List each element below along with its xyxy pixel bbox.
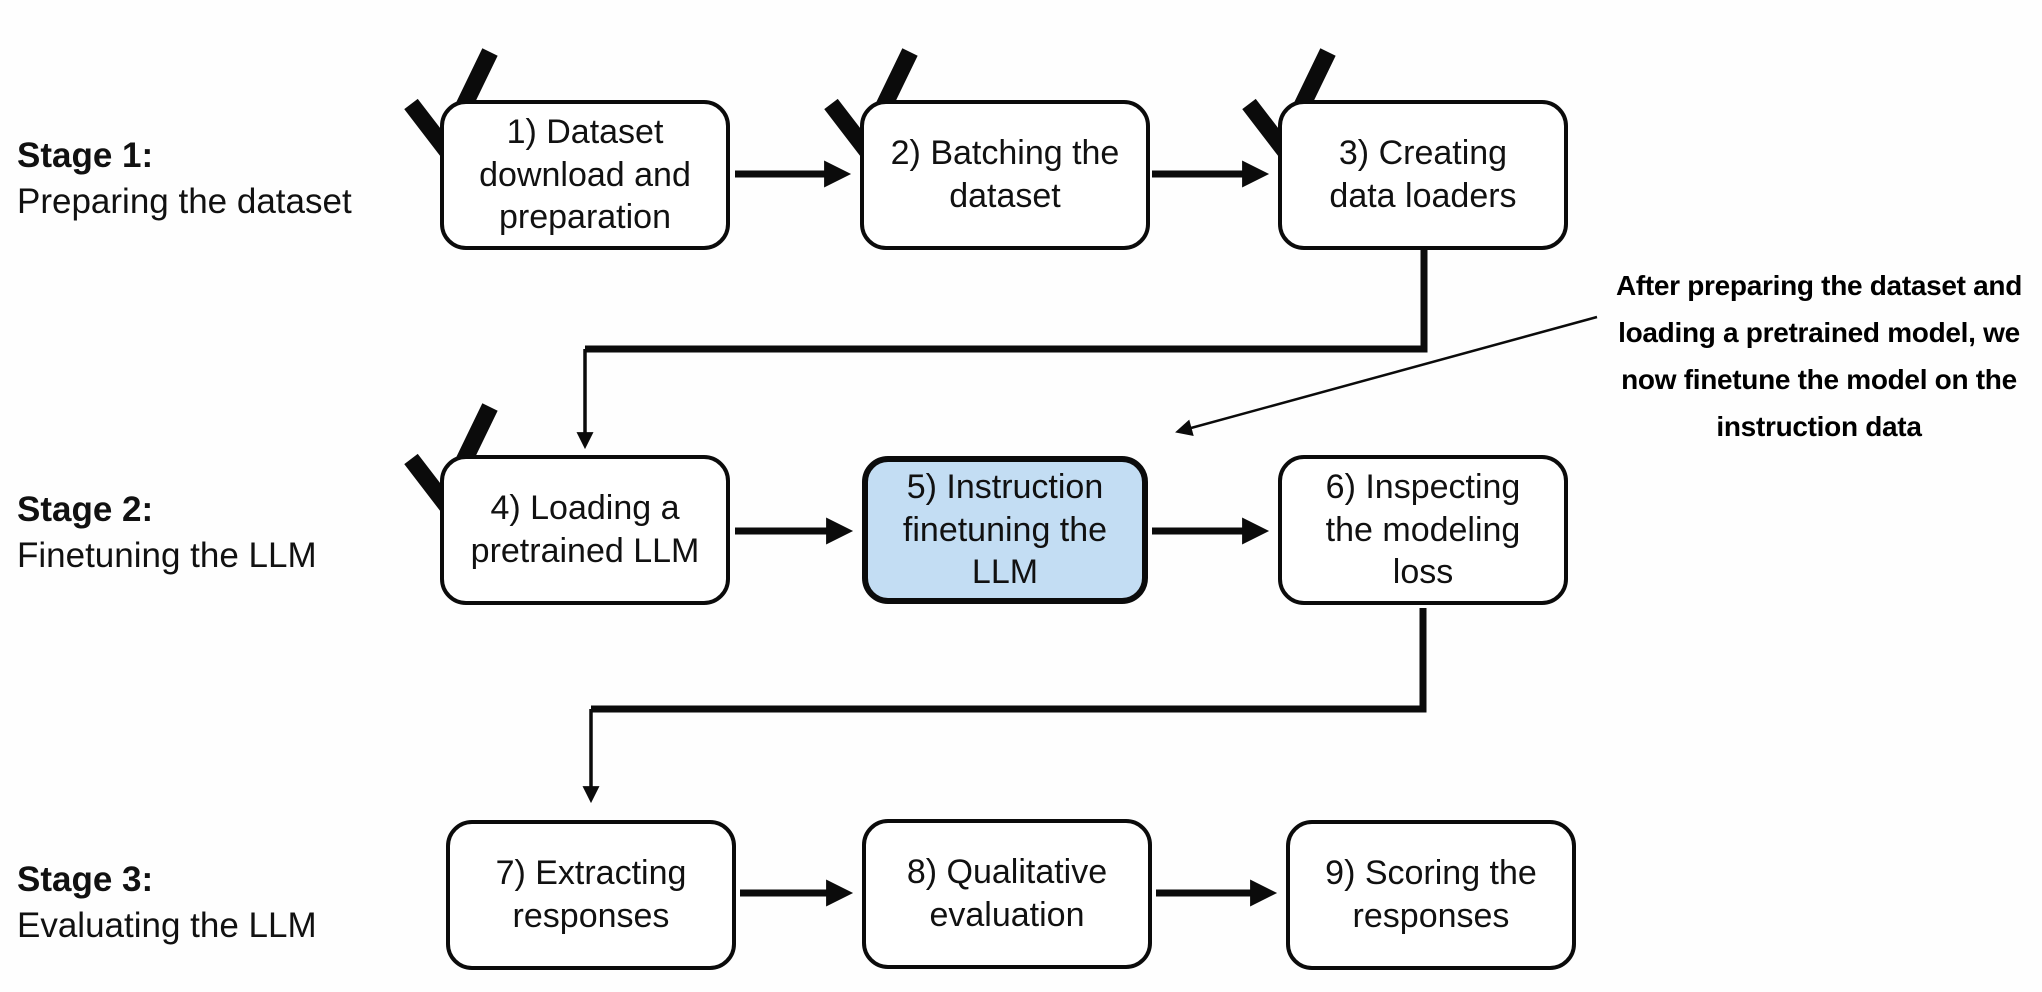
step-box-5-instruction-finetuning: 5) Instruction finetuning the LLM (862, 456, 1148, 604)
step-box-6-inspecting-loss: 6) Inspecting the modeling loss (1278, 455, 1568, 605)
stage-2-label: Stage 2: Finetuning the LLM (17, 487, 317, 579)
stage-3-label: Stage 3: Evaluating the LLM (17, 857, 317, 949)
step-box-9-scoring-responses: 9) Scoring the responses (1286, 820, 1576, 970)
step-box-2-batching-dataset: 2) Batching the dataset (860, 100, 1150, 250)
step-box-1-dataset-download: 1) Dataset download and preparation (440, 100, 730, 250)
annotation-note: After preparing the dataset and loading … (1615, 270, 2023, 442)
stage-1-label: Stage 1: Preparing the dataset (17, 133, 352, 225)
step-box-3-creating-data-loaders: 3) Creating data loaders (1278, 100, 1568, 250)
step-box-7-extracting-responses: 7) Extracting responses (446, 820, 736, 970)
stage-1-title: Stage 1: (17, 136, 154, 175)
step-box-4-loading-pretrained-llm: 4) Loading a pretrained LLM (440, 455, 730, 605)
elbow-step6-step7 (591, 608, 1427, 713)
annotation-arrow (1175, 315, 1598, 437)
stage-3-title: Stage 3: (17, 860, 154, 899)
stage-1-subtitle: Preparing the dataset (17, 182, 352, 221)
stage-2-subtitle: Finetuning the LLM (17, 536, 317, 575)
step-box-8-qualitative-evaluation: 8) Qualitative evaluation (862, 819, 1152, 969)
elbow-step3-step4 (585, 246, 1428, 353)
stage-3-subtitle: Evaluating the LLM (17, 906, 317, 945)
stage-2-title: Stage 2: (17, 490, 154, 529)
